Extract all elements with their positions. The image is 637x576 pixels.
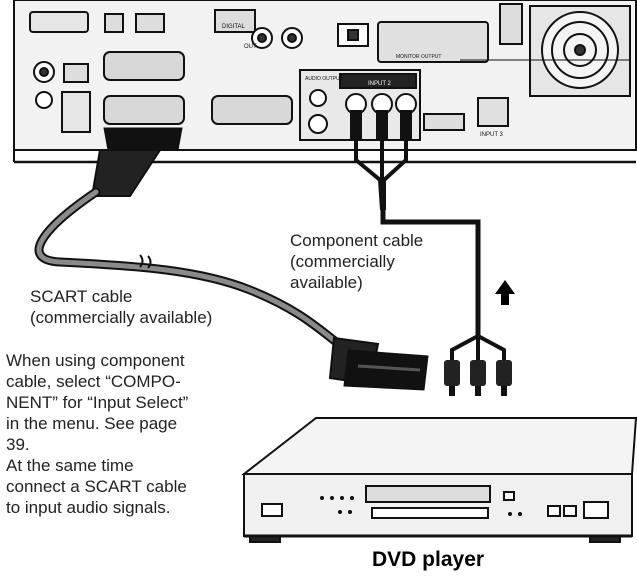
note-line-2: cable, select “COMPO- (6, 372, 181, 391)
panel-label-monitor-output: MONITOR OUTPUT (396, 54, 441, 60)
note-line-3: NENT” for “Input Select” (6, 393, 189, 412)
panel-label-input3: INPUT 3 (480, 132, 504, 138)
component-cable-label-line-2: (commercially (290, 252, 395, 271)
instruction-note: When using component cable, select “COMP… (6, 350, 188, 518)
component-cable (350, 110, 512, 396)
note-line-6: At the same time (6, 456, 134, 475)
note-line-7: connect a SCART cable (6, 477, 187, 496)
component-cable-label: Component cable (commercially available) (290, 230, 423, 293)
up-arrow-icon (495, 280, 515, 305)
component-cable-label-line-1: Component cable (290, 231, 424, 250)
note-line-1: When using component (6, 351, 185, 370)
scart-cable-label-line-1: SCART cable (30, 287, 133, 306)
panel-label-digital: DIGITAL (222, 24, 246, 30)
component-cable-label-line-3: available) (290, 273, 363, 292)
note-line-8: to input audio signals. (6, 498, 171, 517)
dvd-player-illustration (241, 417, 637, 543)
note-line-5: 39. (6, 435, 30, 454)
dvd-player-label: DVD player (372, 548, 485, 571)
scart-cable-label: SCART cable (commercially available) (30, 286, 212, 328)
panel-label-audio-output: AUDIO OUTPUT (305, 76, 343, 82)
panel-label-out: OUT (244, 44, 257, 50)
scart-cable (34, 127, 429, 391)
scart-cable-label-line-2: (commercially available) (30, 308, 213, 327)
panel-label-input2: INPUT 2 (368, 81, 392, 87)
note-line-4: in the menu. See page (6, 414, 178, 433)
